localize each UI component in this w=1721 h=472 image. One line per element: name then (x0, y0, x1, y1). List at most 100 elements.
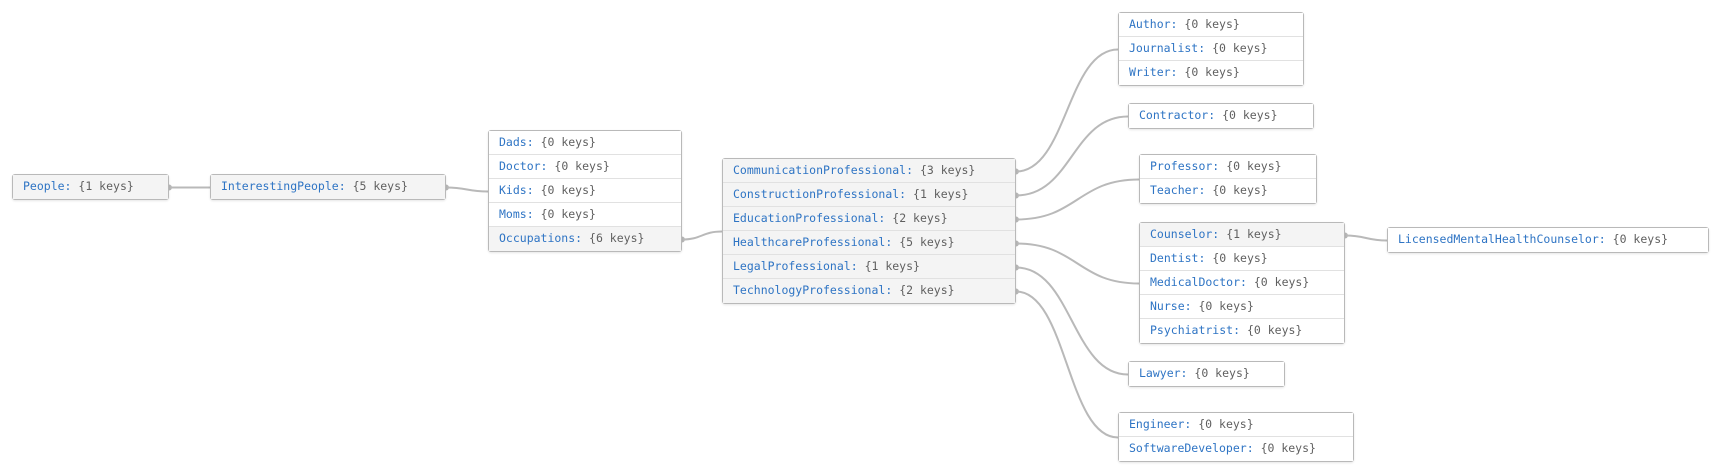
leaf-row[interactable]: Engineer: {0 keys} (1119, 413, 1353, 437)
key-count: {5 keys} (899, 235, 955, 249)
key-count: {0 keys} (1612, 232, 1669, 246)
n-construction-node: Contractor: {0 keys} (1128, 103, 1314, 129)
key-count: {0 keys} (1198, 299, 1254, 313)
key-label: Nurse: (1150, 299, 1192, 313)
key-count: {3 keys} (919, 163, 976, 177)
key-count: {0 keys} (1212, 251, 1268, 265)
expandable-row[interactable]: InterestingPeople: {5 keys} (211, 175, 445, 199)
expandable-row[interactable]: EducationProfessional: {2 keys} (723, 207, 1015, 231)
expandable-row[interactable]: People: {1 keys} (13, 175, 168, 199)
key-label: Dads: (499, 135, 534, 149)
key-count: {0 keys} (554, 159, 610, 173)
leaf-row[interactable]: Writer: {0 keys} (1119, 61, 1303, 85)
key-label: Writer: (1129, 65, 1178, 79)
n-interesting-children-node: Dads: {0 keys}Doctor: {0 keys}Kids: {0 k… (488, 130, 682, 252)
key-label: Dentist: (1150, 251, 1206, 265)
key-count: {0 keys} (1253, 275, 1310, 289)
key-count: {0 keys} (1184, 65, 1240, 79)
connector-edge (1344, 234, 1388, 242)
connector-edge (1015, 290, 1119, 439)
n-counselor-node: LicensedMentalHealthCounselor: {0 keys} (1387, 227, 1709, 253)
key-label: Lawyer: (1139, 366, 1188, 380)
leaf-row[interactable]: Journalist: {0 keys} (1119, 37, 1303, 61)
key-count: {1 keys} (1226, 227, 1282, 241)
key-label: Professor: (1150, 159, 1220, 173)
key-count: {0 keys} (1260, 441, 1316, 455)
expandable-row[interactable]: CommunicationProfessional: {3 keys} (723, 159, 1015, 183)
key-label: ConstructionProfessional: (733, 187, 907, 201)
key-label: Counselor: (1150, 227, 1220, 241)
expandable-row[interactable]: Counselor: {1 keys} (1140, 223, 1344, 247)
key-label: InterestingPeople: (221, 179, 346, 193)
connector-edge (1015, 48, 1119, 173)
key-label: Occupations: (499, 231, 583, 245)
key-count: {2 keys} (899, 283, 955, 297)
leaf-row[interactable]: Nurse: {0 keys} (1140, 295, 1344, 319)
expandable-row[interactable]: LegalProfessional: {1 keys} (723, 255, 1015, 279)
leaf-row[interactable]: SoftwareDeveloper: {0 keys} (1119, 437, 1353, 461)
key-label: HealthcareProfessional: (733, 235, 893, 249)
key-count: {1 keys} (913, 187, 969, 201)
n-people-node: People: {1 keys} (12, 174, 169, 200)
n-communication-node: Author: {0 keys}Journalist: {0 keys}Writ… (1118, 12, 1304, 86)
key-count: {0 keys} (540, 135, 596, 149)
expandable-row[interactable]: ConstructionProfessional: {1 keys} (723, 183, 1015, 207)
n-legal-node: Lawyer: {0 keys} (1128, 361, 1285, 387)
leaf-row[interactable]: Dads: {0 keys} (489, 131, 681, 155)
n-healthcare-node: Counselor: {1 keys}Dentist: {0 keys}Medi… (1139, 222, 1345, 344)
key-label: Doctor: (499, 159, 548, 173)
leaf-row[interactable]: Professor: {0 keys} (1140, 155, 1316, 179)
leaf-row[interactable]: MedicalDoctor: {0 keys} (1140, 271, 1344, 295)
key-count: {1 keys} (864, 259, 920, 273)
key-count: {0 keys} (1222, 108, 1278, 122)
key-label: TechnologyProfessional: (733, 283, 893, 297)
key-label: Contractor: (1139, 108, 1216, 122)
n-technology-node: Engineer: {0 keys}SoftwareDeveloper: {0 … (1118, 412, 1354, 462)
key-label: Teacher: (1150, 183, 1206, 197)
leaf-row[interactable]: Doctor: {0 keys} (489, 155, 681, 179)
connector-edge (1015, 178, 1140, 221)
connector-edge (1015, 115, 1129, 197)
key-count: {0 keys} (1212, 41, 1268, 55)
connector-edge (445, 186, 489, 193)
expandable-row[interactable]: HealthcareProfessional: {5 keys} (723, 231, 1015, 255)
leaf-row[interactable]: Lawyer: {0 keys} (1129, 362, 1284, 386)
expandable-row[interactable]: Occupations: {6 keys} (489, 227, 681, 251)
key-label: EducationProfessional: (733, 211, 886, 225)
key-label: Author: (1129, 17, 1178, 31)
key-count: {0 keys} (1246, 323, 1303, 337)
leaf-row[interactable]: Contractor: {0 keys} (1129, 104, 1313, 128)
leaf-row[interactable]: Psychiatrist: {0 keys} (1140, 319, 1344, 343)
key-label: Moms: (499, 207, 534, 221)
leaf-row[interactable]: Teacher: {0 keys} (1140, 179, 1316, 203)
key-count: {5 keys} (352, 179, 408, 193)
key-count: {0 keys} (1184, 17, 1240, 31)
expandable-row[interactable]: TechnologyProfessional: {2 keys} (723, 279, 1015, 303)
key-count: {2 keys} (892, 211, 948, 225)
key-count: {0 keys} (1198, 417, 1254, 431)
leaf-row[interactable]: Dentist: {0 keys} (1140, 247, 1344, 271)
key-count: {0 keys} (540, 207, 596, 221)
leaf-row[interactable]: LicensedMentalHealthCounselor: {0 keys} (1388, 228, 1708, 252)
key-label: Journalist: (1129, 41, 1206, 55)
n-occupations-node: CommunicationProfessional: {3 keys}Const… (722, 158, 1016, 304)
key-label: People: (23, 179, 72, 193)
key-label: LicensedMentalHealthCounselor: (1398, 232, 1606, 246)
key-count: {0 keys} (540, 183, 596, 197)
connector-edge (1015, 242, 1140, 285)
leaf-row[interactable]: Kids: {0 keys} (489, 179, 681, 203)
key-label: MedicalDoctor: (1150, 275, 1247, 289)
key-count: {0 keys} (1226, 159, 1282, 173)
key-label: LegalProfessional: (733, 259, 858, 273)
key-label: Engineer: (1129, 417, 1192, 431)
key-count: {6 keys} (589, 231, 645, 245)
key-label: Kids: (499, 183, 534, 197)
key-label: SoftwareDeveloper: (1129, 441, 1254, 455)
n-education-node: Professor: {0 keys}Teacher: {0 keys} (1139, 154, 1317, 204)
key-count: {0 keys} (1194, 366, 1250, 380)
n-interesting-node: InterestingPeople: {5 keys} (210, 174, 446, 200)
leaf-row[interactable]: Author: {0 keys} (1119, 13, 1303, 37)
leaf-row[interactable]: Moms: {0 keys} (489, 203, 681, 227)
key-count: {0 keys} (1212, 183, 1268, 197)
key-label: Psychiatrist: (1150, 323, 1241, 337)
